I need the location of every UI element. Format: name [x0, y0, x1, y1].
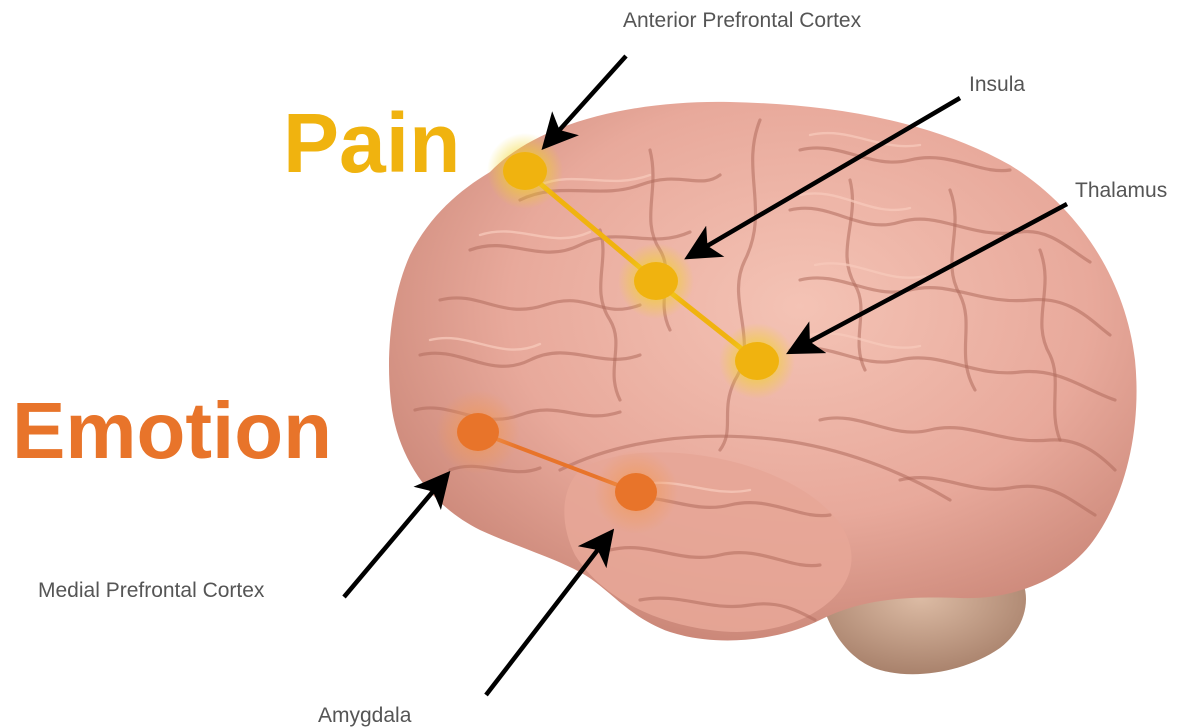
amygdala-marker [615, 473, 657, 511]
medial-prefrontal-cortex-marker [457, 413, 499, 451]
emotion-title: Emotion [12, 386, 332, 475]
label-thalamus: Thalamus [1075, 179, 1167, 202]
label-insula: Insula [969, 73, 1025, 96]
insula-marker [634, 262, 678, 300]
label-amygdala: Amygdala [318, 704, 412, 727]
pain-title: Pain [283, 96, 460, 190]
label-anterior-prefrontal-cortex: Anterior Prefrontal Cortex [623, 9, 862, 32]
arrow-medial-prefrontal-cortex [344, 476, 446, 597]
arrow-amygdala [486, 534, 610, 695]
label-medial-prefrontal-cortex: Medial Prefrontal Cortex [38, 579, 265, 602]
thalamus-marker [735, 342, 779, 380]
anterior-prefrontal-cortex-marker [503, 152, 547, 190]
